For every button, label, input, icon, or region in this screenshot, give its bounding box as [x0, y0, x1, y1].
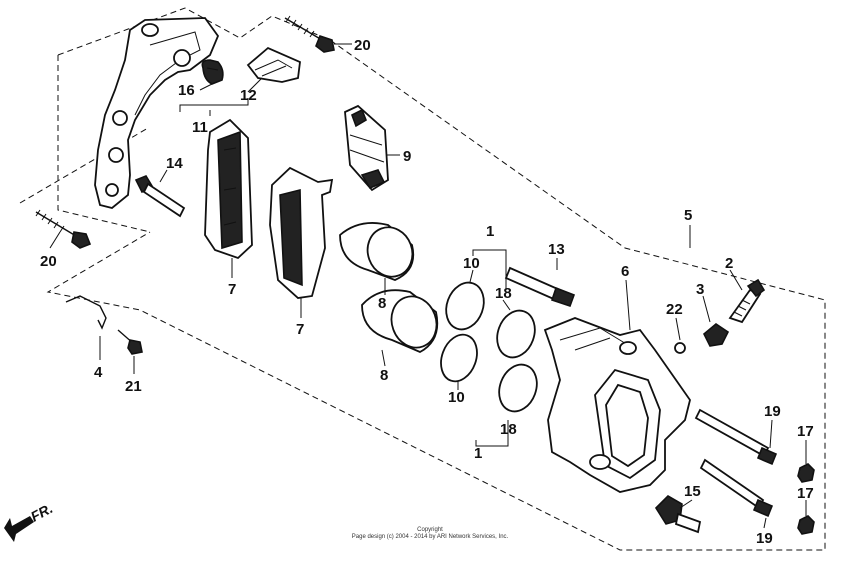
callout-2: 2 — [725, 255, 733, 272]
callout-18-upper: 18 — [495, 285, 512, 302]
bolt-21 — [117, 329, 143, 355]
dust-seal-18-upper — [496, 309, 536, 359]
brake-pad-left — [204, 118, 253, 260]
piston-lower — [361, 289, 439, 353]
callout-1-top: 1 — [486, 223, 494, 240]
pin-14 — [134, 175, 186, 218]
leader-lines — [49, 43, 807, 529]
callout-3: 3 — [696, 281, 704, 298]
piston-seal-10-lower — [440, 333, 478, 383]
front-arrow-icon — [4, 516, 34, 542]
pad-spring — [246, 46, 301, 83]
callout-16: 16 — [178, 82, 195, 99]
callout-12: 12 — [240, 87, 257, 104]
callout-17-upper: 17 — [797, 423, 814, 440]
callout-17-lower: 17 — [797, 485, 814, 502]
bolt-15 — [654, 495, 702, 534]
callout-21: 21 — [125, 378, 142, 395]
callout-6: 6 — [621, 263, 629, 280]
callout-8-upper: 8 — [378, 295, 386, 312]
washer — [674, 342, 686, 354]
slide-pin — [504, 266, 576, 308]
copyright-line-1: Copyright — [417, 527, 443, 533]
caliper-pin-upper — [694, 408, 778, 466]
callout-1-bottom: 1 — [474, 445, 482, 462]
copyright-notice: Copyright Page design (c) 2004 - 2014 by… — [330, 527, 530, 541]
callout-18-lower: 18 — [500, 421, 517, 438]
callout-10-upper: 10 — [463, 255, 480, 272]
bleeder-cap — [703, 323, 730, 347]
bleeder-valve — [728, 278, 766, 324]
callout-14: 14 — [166, 155, 183, 172]
callout-5: 5 — [684, 207, 692, 224]
callout-20-bottom: 20 — [40, 253, 57, 270]
caliper-body — [543, 317, 691, 493]
callout-8-lower: 8 — [380, 367, 388, 384]
callout-7-left: 7 — [228, 281, 236, 298]
callout-9: 9 — [403, 148, 411, 165]
pad-shim — [344, 104, 389, 192]
callout-13: 13 — [548, 241, 565, 258]
brake-pad-right — [269, 166, 334, 299]
boot — [201, 59, 224, 85]
clip-4 — [65, 295, 107, 330]
callout-10-lower: 10 — [448, 389, 465, 406]
caliper-pin-lower — [699, 458, 774, 518]
callout-4: 4 — [94, 364, 103, 381]
copyright-line-2: Page design (c) 2004 - 2014 by ARI Netwo… — [351, 534, 509, 540]
bolt-top — [284, 15, 335, 53]
callout-labels: 20 16 12 11 9 14 20 7 7 8 8 1 10 18 10 1… — [40, 37, 814, 547]
callout-20-top: 20 — [354, 37, 371, 54]
caliper-bracket — [94, 17, 220, 209]
bolt-20-lower — [35, 209, 92, 249]
callout-19-upper: 19 — [764, 403, 781, 420]
callout-19-lower: 19 — [756, 530, 773, 547]
callout-11: 11 — [192, 119, 208, 136]
dust-seal-18-lower — [498, 363, 538, 413]
callout-15: 15 — [684, 483, 701, 500]
piston-seal-10-upper — [445, 281, 485, 331]
piston-upper — [339, 222, 415, 281]
callout-7-right: 7 — [296, 321, 304, 338]
front-direction-indicator: FR. — [4, 500, 55, 542]
nut-17-upper — [797, 463, 815, 483]
nut-17-lower — [797, 515, 815, 535]
callout-22: 22 — [666, 301, 683, 318]
